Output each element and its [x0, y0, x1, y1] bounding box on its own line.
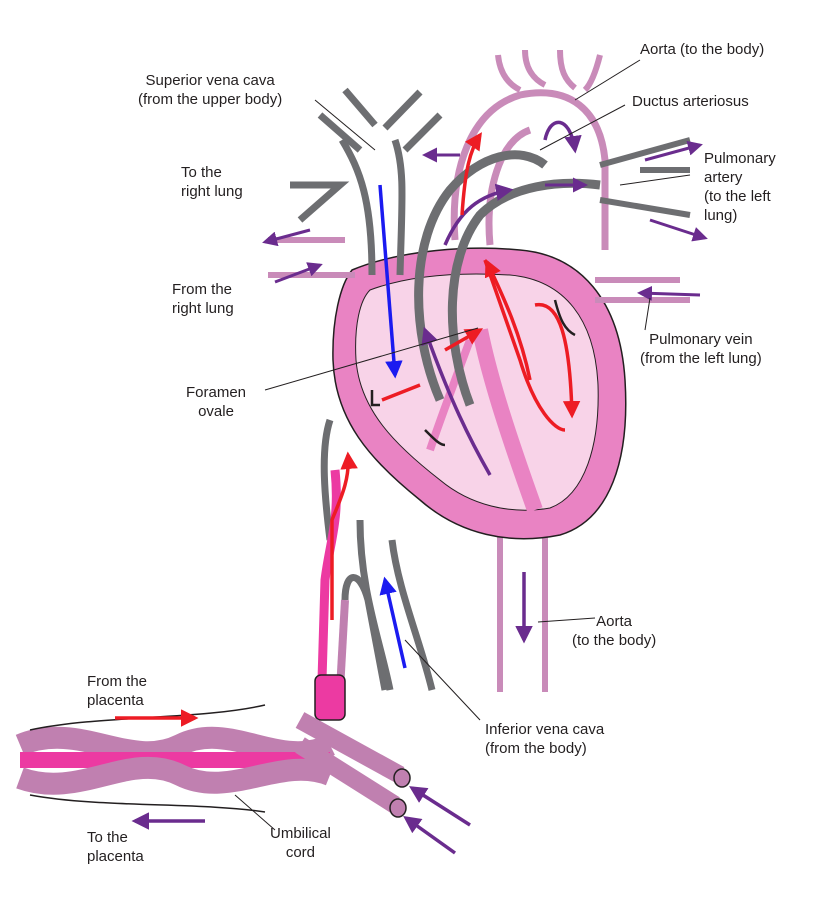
flow-arrows [115, 120, 708, 855]
label-ductus-arteriosus: Ductus arteriosus [632, 93, 749, 110]
heart [332, 247, 627, 540]
umbilical-cord [15, 674, 411, 818]
right-pulmonary-vessels [268, 181, 355, 278]
label-aorta-top: Aorta (to the body) [640, 41, 765, 58]
descending-aorta [497, 530, 548, 692]
label-pulmonary-vein: Pulmonary vein(from the left lung) [640, 331, 762, 367]
left-pulmonary-vein [595, 277, 690, 303]
leader-lines [234, 59, 691, 831]
label-aorta-lower: Aorta(to the body) [572, 613, 657, 649]
superior-vena-cava [317, 87, 443, 276]
inferior-vena-cava [320, 418, 436, 691]
label-inferior-vena-cava: Inferior vena cava(from the body) [485, 721, 605, 757]
label-superior-vena-cava: Superior vena cava(from the upper body) [138, 72, 283, 108]
